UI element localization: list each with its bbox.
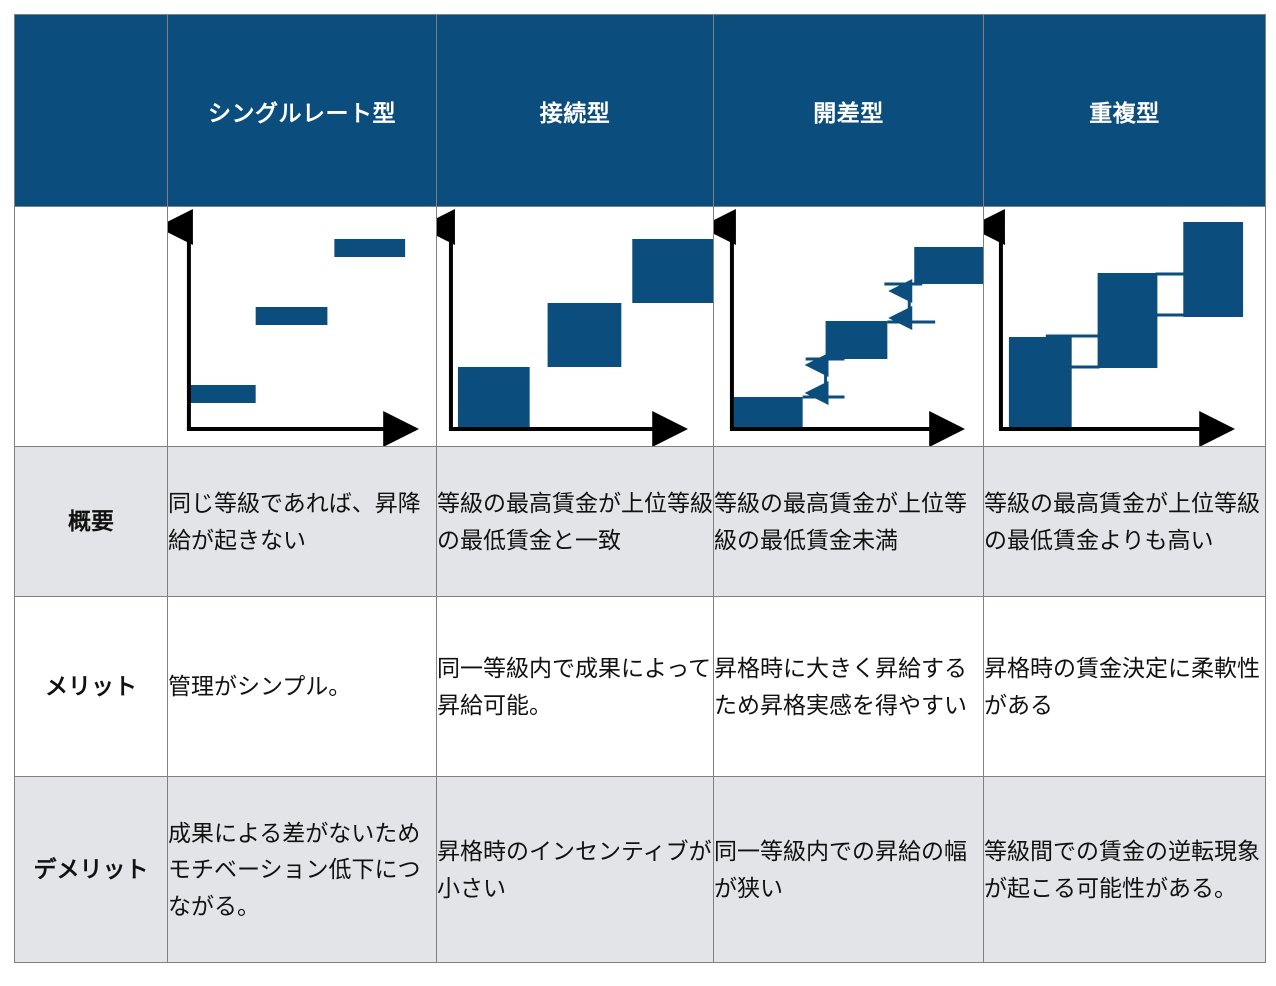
bar-grade-3 — [334, 239, 406, 257]
cell-text: 同一等級内で成果によって昇給可能。 — [437, 655, 712, 718]
chart-cell-gap — [713, 206, 984, 447]
bar-grade-3 — [914, 247, 983, 284]
cell-text: 昇格時の賃金決定に柔軟性がある — [984, 655, 1260, 718]
cell-merit-single-rate: 管理がシンプル。 — [167, 596, 437, 777]
header-col-single-rate: シングルレート型 — [167, 14, 437, 207]
cell-text: 等級間での賃金の逆転現象が起こる可能性がある。 — [984, 838, 1260, 901]
bar-grade-1 — [457, 367, 530, 429]
bar-grade-3 — [632, 239, 713, 303]
cell-text: 同一等級内での昇給の幅が狭い — [714, 838, 967, 901]
table-row-overview: 概要 同じ等級であれば、昇降給が起きない 等級の最高賃金が上位等級の最低賃金と一… — [14, 446, 1266, 597]
header-col-overlap: 重複型 — [983, 14, 1266, 207]
cell-overview-connected: 等級の最高賃金が上位等級の最低賃金と一致 — [436, 446, 714, 597]
diagram-row-label-cell — [14, 206, 168, 447]
bar-grade-2 — [825, 321, 888, 359]
table-row-demerit: デメリット 成果による差がないためモチベーション低下につながる。 昇格時のインセ… — [14, 776, 1266, 963]
cell-demerit-overlap: 等級間での賃金の逆転現象が起こる可能性がある。 — [983, 776, 1266, 963]
cell-overview-single-rate: 同じ等級であれば、昇降給が起きない — [167, 446, 437, 597]
cell-text: 昇格時のインセンティブが小さい — [437, 838, 712, 901]
cell-merit-gap: 昇格時に大きく昇給するため昇格実感を得やすい — [713, 596, 984, 777]
row-label-merit: メリット — [14, 596, 168, 777]
chart-single-rate — [168, 208, 420, 446]
chart-cell-overlap — [983, 206, 1266, 447]
cell-text: 同じ等級であれば、昇降給が起きない — [168, 490, 421, 553]
cell-demerit-single-rate: 成果による差がないためモチベーション低下につながる。 — [167, 776, 437, 963]
bar-grade-1 — [1008, 337, 1072, 429]
table-header-row: シングルレート型 接続型 開差型 重複型 — [14, 14, 1266, 207]
cell-text: 等級の最高賃金が上位等級の最低賃金未満 — [714, 490, 967, 553]
table-row-merit: メリット 管理がシンプル。 同一等級内で成果によって昇給可能。 昇格時に大きく昇… — [14, 596, 1266, 777]
chart-connected — [437, 209, 713, 446]
diagram-row — [14, 206, 1266, 447]
bar-grade-2 — [547, 303, 622, 367]
cell-text: 管理がシンプル。 — [168, 673, 352, 700]
bar-grade-3 — [1183, 222, 1244, 317]
cell-overview-overlap: 等級の最高賃金が上位等級の最低賃金よりも高い — [983, 446, 1266, 597]
cell-text: 成果による差がないためモチベーション低下につながる。 — [168, 820, 421, 919]
chart-cell-single-rate — [167, 206, 437, 447]
bar-grade-2 — [1097, 273, 1158, 368]
chart-gap — [714, 209, 983, 446]
cell-text: 等級の最高賃金が上位等級の最低賃金よりも高い — [984, 490, 1260, 553]
header-corner-cell — [14, 14, 168, 207]
bar-grade-2 — [255, 307, 328, 325]
bar-grade-1 — [187, 385, 256, 403]
wage-structure-comparison-table: シングルレート型 接続型 開差型 重複型 — [14, 14, 1266, 963]
row-label-demerit: デメリット — [14, 776, 168, 963]
cell-merit-connected: 同一等級内で成果によって昇給可能。 — [436, 596, 714, 777]
cell-demerit-gap: 同一等級内での昇給の幅が狭い — [713, 776, 984, 963]
chart-cell-connected — [436, 206, 714, 447]
cell-demerit-connected: 昇格時のインセンティブが小さい — [436, 776, 714, 963]
cell-text: 昇格時に大きく昇給するため昇格実感を得やすい — [714, 655, 967, 718]
cell-overview-gap: 等級の最高賃金が上位等級の最低賃金未満 — [713, 446, 984, 597]
header-col-connected: 接続型 — [436, 14, 714, 207]
cell-merit-overlap: 昇格時の賃金決定に柔軟性がある — [983, 596, 1266, 777]
header-col-gap: 開差型 — [713, 14, 984, 207]
chart-overlap — [984, 209, 1244, 446]
bar-grade-1 — [733, 397, 803, 429]
row-label-overview: 概要 — [14, 446, 168, 597]
cell-text: 等級の最高賃金が上位等級の最低賃金と一致 — [437, 490, 713, 553]
